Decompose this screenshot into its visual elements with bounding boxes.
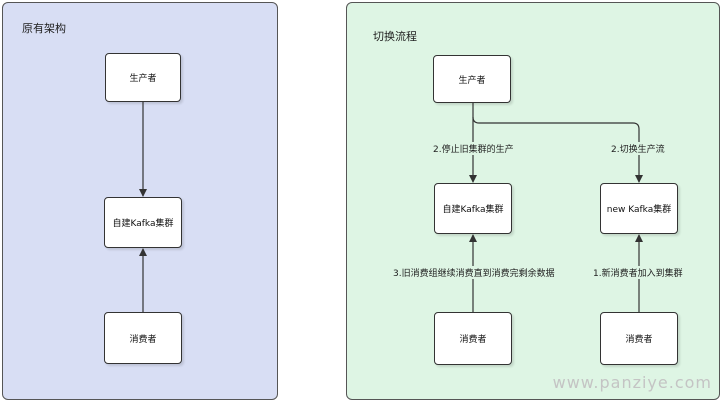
right-old-consumer-node: 消费者 (434, 312, 512, 365)
switch-process-title: 切换流程 (373, 30, 417, 43)
switch-production-label: 2.切换生产流 (610, 142, 666, 155)
right-old-kafka-cluster-node: 自建Kafka集群 (434, 183, 512, 234)
original-architecture-title: 原有架构 (22, 22, 66, 35)
right-new-kafka-cluster-node: new Kafka集群 (600, 183, 678, 234)
stop-old-cluster-label: 2.停止旧集群的生产 (432, 142, 515, 155)
left-producer-node: 生产者 (105, 53, 181, 102)
left-kafka-cluster-node: 自建Kafka集群 (104, 197, 182, 248)
watermark: www.panziye.com (552, 373, 712, 392)
old-consumer-drain-label: 3.旧消费组继续消费直到消费完剩余数据 (392, 266, 556, 279)
right-producer-node: 生产者 (433, 55, 511, 103)
new-consumer-join-label: 1.新消费者加入到集群 (592, 266, 684, 279)
right-new-consumer-node: 消费者 (600, 312, 678, 365)
left-consumer-node: 消费者 (104, 312, 182, 364)
right-producer-to-new-kafka-arrow (472, 116, 643, 183)
